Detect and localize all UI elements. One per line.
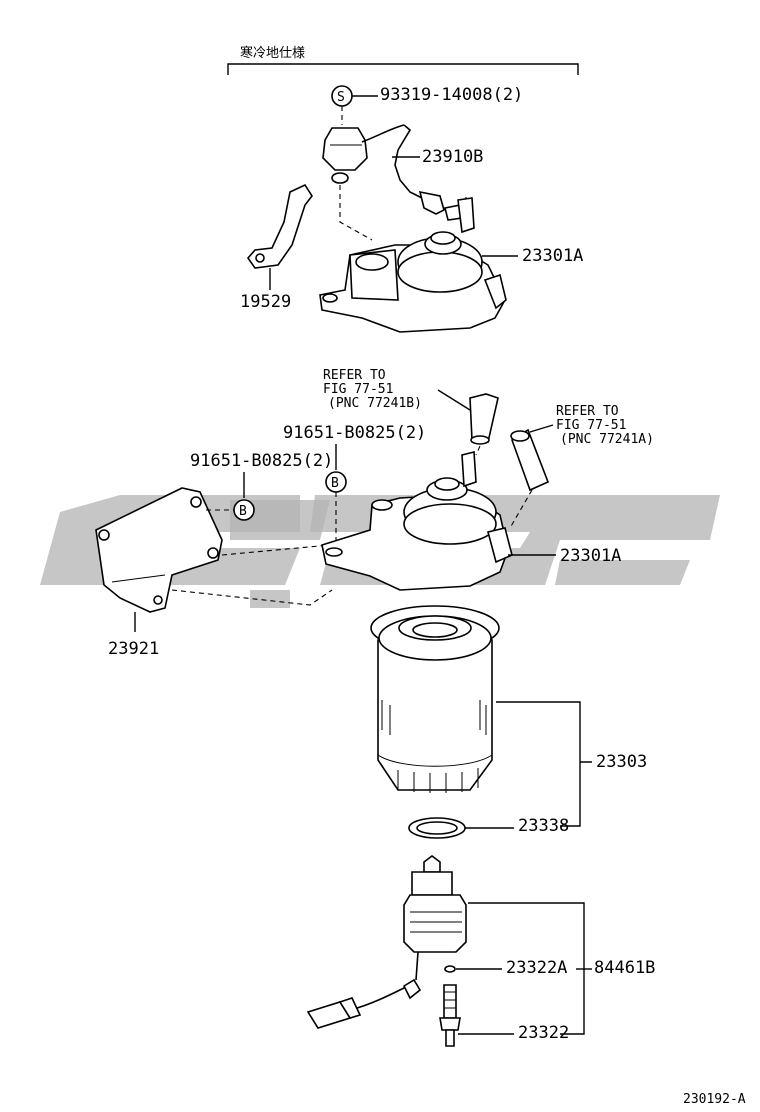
filter-head-mid: [321, 450, 513, 591]
label-23301a-mid: 23301A: [560, 546, 621, 566]
o-ring-23322a: [444, 965, 456, 973]
label-23910b: 23910B: [422, 147, 483, 167]
leader-refer2: [529, 424, 554, 433]
drain-plug-23322: [439, 984, 461, 1047]
leader-refer1: [437, 389, 471, 411]
label-91651-b0825-right: 91651-B0825(2): [283, 423, 426, 443]
label-23303: 23303: [596, 752, 647, 772]
refer2-line1: REFER TO: [556, 404, 619, 419]
filter-cartridge-23303: [370, 605, 500, 793]
spec-header: 寒冷地仕様: [240, 45, 305, 61]
svg-text:B: B: [239, 504, 247, 519]
label-91651-b0825-left: 91651-B0825(2): [190, 451, 333, 471]
refer1-line3: (PNC 77241B): [328, 396, 422, 411]
label-23338: 23338: [518, 816, 569, 836]
figure-code: 230192-A: [683, 1092, 746, 1107]
label-19529: 19529: [240, 292, 291, 312]
label-23322a: 23322A: [506, 958, 567, 978]
refer2-line3: (PNC 77241A): [560, 432, 654, 447]
hose-77241a: [510, 428, 550, 492]
label-23322: 23322: [518, 1023, 569, 1043]
filter-head-top: [319, 197, 507, 333]
b-mark-left: B: [233, 499, 255, 521]
spec-bracket: [227, 63, 579, 75]
svg-text:S: S: [337, 90, 345, 105]
drain-sensor-assembly: [306, 855, 467, 1029]
label-23301a-top: 23301A: [522, 246, 583, 266]
label-84461b: 84461B: [594, 958, 655, 978]
refer1-line2: FIG 77-51: [323, 382, 393, 397]
refer2-line2: FIG 77-51: [556, 418, 626, 433]
svg-text:B: B: [331, 476, 339, 491]
leader-23303: [496, 701, 592, 827]
label-93319-14008: 93319-14008(2): [380, 85, 523, 105]
hose-77241b: [469, 393, 499, 445]
label-23921: 23921: [108, 639, 159, 659]
s-mark-symbol: S: [331, 85, 353, 107]
refer1-line1: REFER TO: [323, 368, 386, 383]
gasket-23338: [408, 817, 466, 839]
b-mark-right: B: [325, 471, 347, 493]
sensor-23910b: [322, 124, 474, 221]
bracket-23921: [95, 487, 223, 613]
bracket-19529: [246, 183, 313, 269]
